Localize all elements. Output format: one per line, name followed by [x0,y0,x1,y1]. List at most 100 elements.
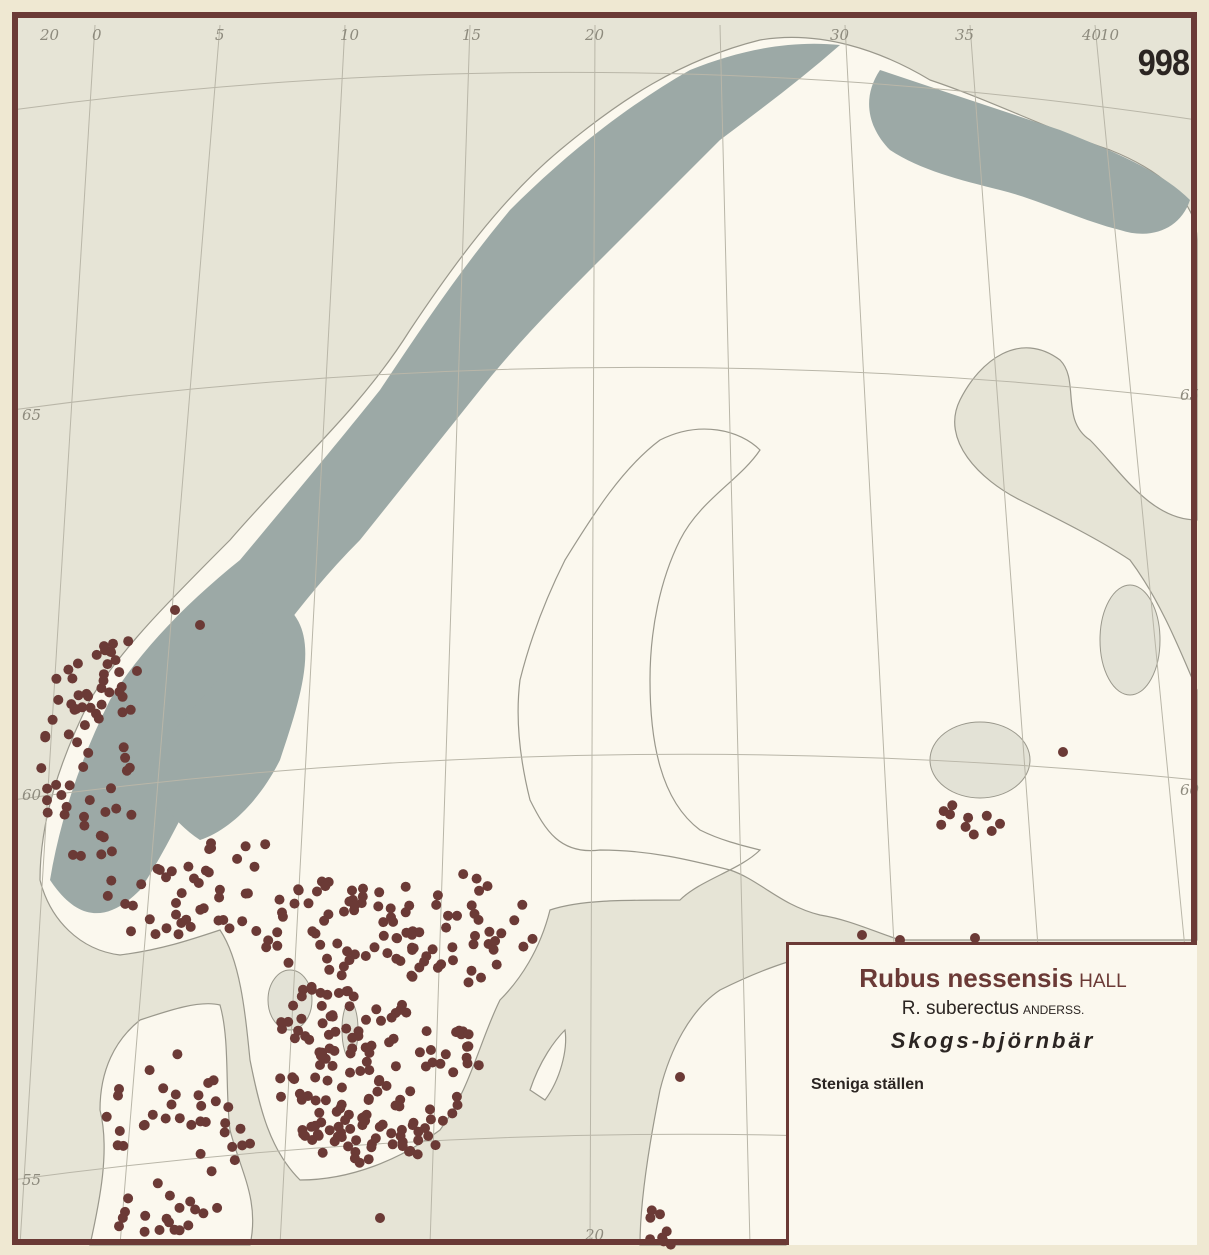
occurrence-dot [378,930,389,941]
occurrence-dot [986,826,997,836]
occurrence-dot [423,1131,434,1141]
lon-label: 30 [830,26,850,44]
occurrence-dot [232,853,243,864]
occurrence-dot [195,1148,206,1159]
occurrence-dot [73,690,84,701]
occurrence-dot [1058,747,1068,757]
occurrence-dot [118,742,129,753]
occurrence-dot [470,930,480,941]
occurrence-dot [83,747,94,758]
occurrence-dot [327,1011,338,1022]
occurrence-dot [425,1045,436,1055]
occurrence-dot [275,1073,286,1084]
occurrence-dot [227,1141,238,1152]
occurrence-dot [296,991,307,1002]
occurrence-dot [407,1120,418,1131]
island-gotland [529,1028,567,1101]
occurrence-dot [390,1061,401,1072]
occurrence-dot [339,906,349,917]
occurrence-dot [981,810,992,821]
occurrence-dot [324,964,335,975]
occurrence-dot [369,942,380,953]
occurrence-dot [425,1104,435,1115]
occurrence-dot [136,879,147,890]
occurrence-dot [276,1091,286,1102]
occurrence-dot [395,956,406,966]
occurrence-dot [42,783,53,794]
occurrence-dot [210,1096,221,1107]
occurrence-dot [193,1090,204,1101]
occurrence-dot [220,1118,231,1129]
occurrence-dot [401,927,412,938]
occurrence-dot [373,1076,384,1087]
occurrence-dot [968,829,979,840]
occurrence-dot [646,1205,657,1216]
occurrence-dot [306,981,317,992]
occurrence-dot [413,1135,424,1146]
occurrence-dot [198,1208,209,1219]
occurrence-dot [171,898,181,908]
occurrence-dot [72,737,83,748]
occurrence-dot [75,850,86,861]
map-number: 998 [1137,42,1190,83]
occurrence-dot [42,807,53,818]
occurrence-dot [315,939,326,950]
occurrence-dot [139,1119,150,1130]
occurrence-dot [315,1050,326,1061]
occurrence-dot [170,1089,181,1100]
occurrence-dot [274,894,285,905]
occurrence-dot [441,922,452,933]
occurrence-dot [432,890,443,901]
occurrence-dot [527,933,538,944]
occurrence-dot [42,795,52,806]
occurrence-dot [173,929,184,940]
occurrence-dot [462,1058,473,1069]
occurrence-dot [185,921,196,932]
occurrence-dot [126,809,137,820]
occurrence-dot [319,915,330,926]
occurrence-dot [312,886,322,897]
occurrence-dot [385,903,396,914]
land-denmark [89,1003,254,1246]
occurrence-dot [447,942,458,953]
occurrence-dot [99,641,109,652]
occurrence-dot [276,1017,287,1028]
occurrence-dot [452,1100,463,1110]
occurrence-dot [377,1119,388,1130]
occurrence-dot [245,1138,255,1149]
occurrence-dot [372,1086,383,1097]
occurrence-dot [448,955,458,966]
occurrence-dot [405,1086,416,1097]
occurrence-dot [289,898,300,909]
land-scandinavia [39,36,1198,1181]
occurrence-dot [995,818,1005,829]
occurrence-dot [161,923,172,934]
occurrence-dot [345,1067,355,1078]
occurrence-dot [363,1093,374,1104]
occurrence-dot [170,605,180,615]
occurrence-dot [72,658,83,669]
occurrence-dot [320,881,331,892]
occurrence-dot [106,846,117,857]
occurrence-dot [333,988,344,998]
occurrence-dot [261,942,272,953]
occurrence-dot [206,838,216,849]
occurrence-dot [186,1119,197,1130]
occurrence-dot [152,1178,163,1189]
mountains-north [869,70,1190,234]
occurrence-dot [154,865,165,875]
occurrence-dot [296,1013,307,1024]
occurrence-dot [171,909,181,920]
occurrence-dot [437,1115,448,1126]
occurrence-dot [183,861,194,872]
occurrence-dot [118,1140,129,1151]
occurrence-dot [466,965,477,976]
occurrence-dot [158,1083,169,1094]
occurrence-dot [358,883,368,894]
occurrence-dot [106,875,117,886]
occurrence-dot [174,1225,185,1236]
occurrence-dot [665,1239,676,1250]
occurrence-dot [288,1000,299,1011]
